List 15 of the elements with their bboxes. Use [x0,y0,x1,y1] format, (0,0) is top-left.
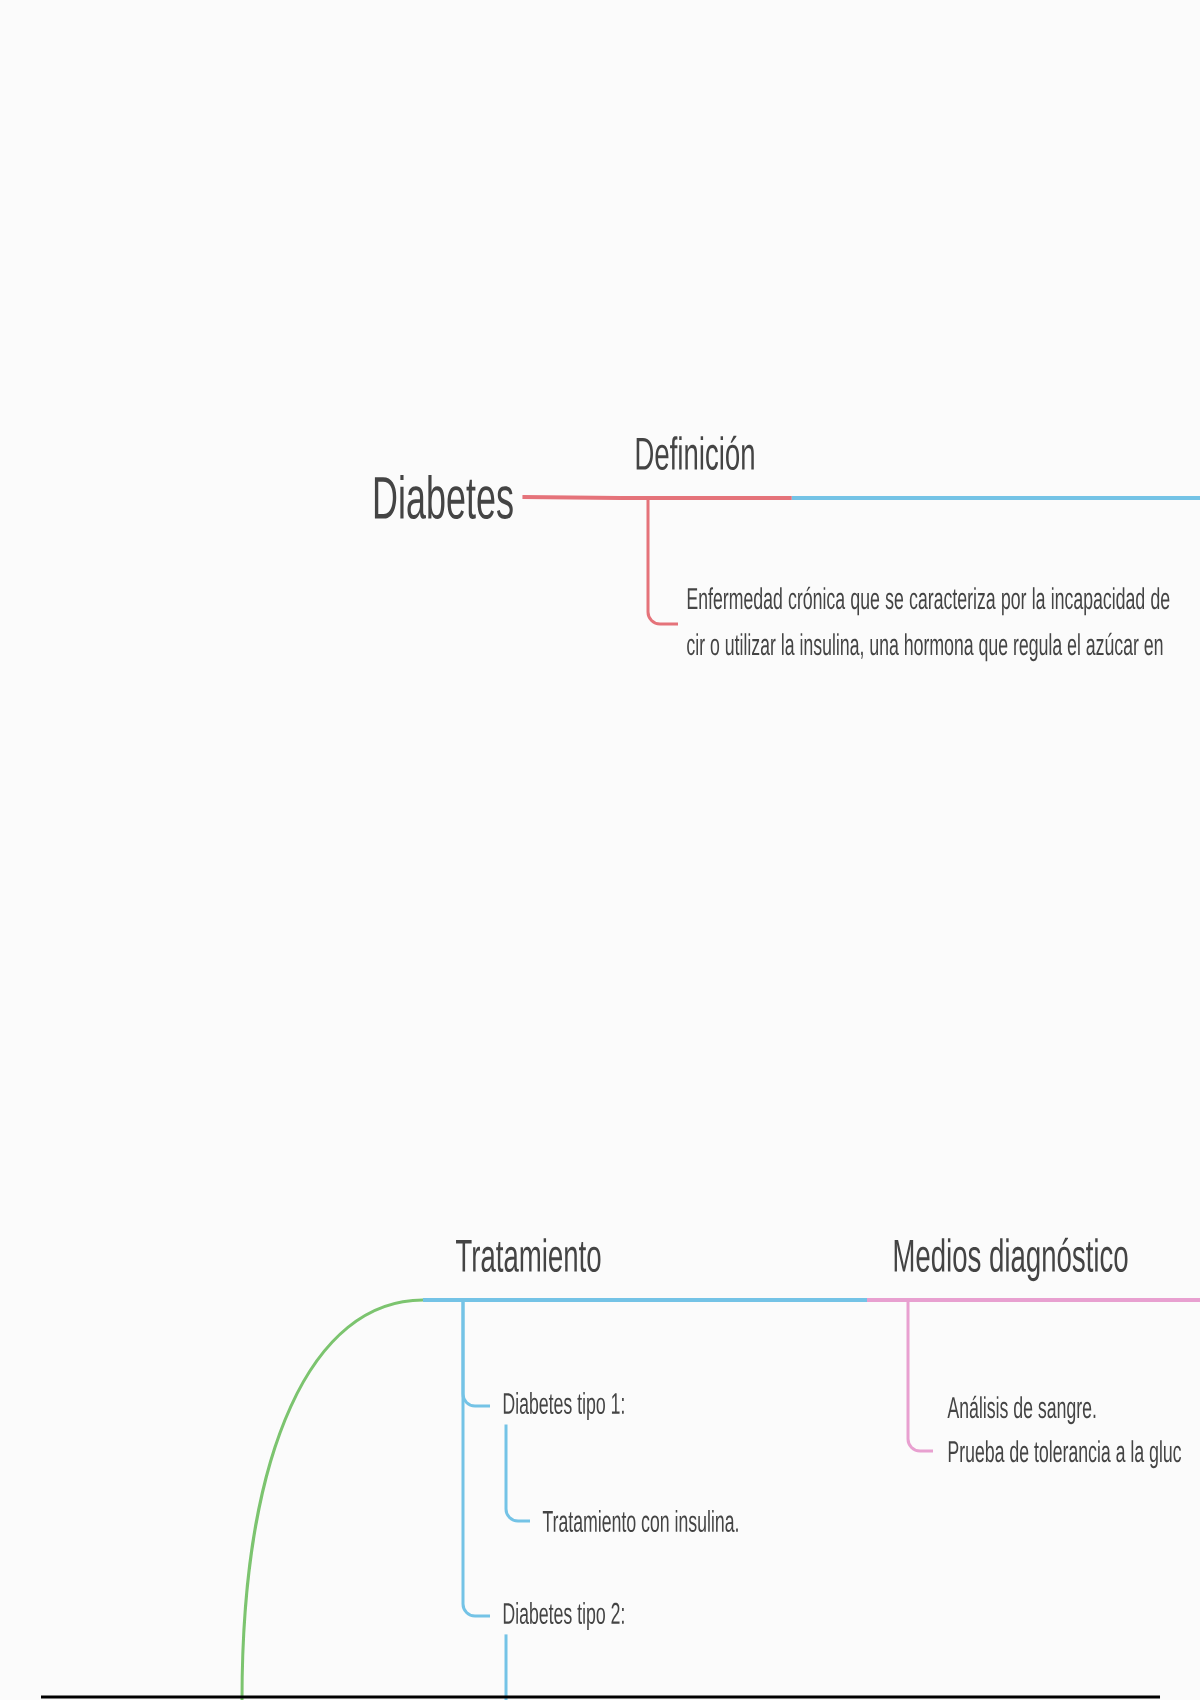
connector-line [461,1300,490,1618]
subtopic-text: Enfermedad crónica que se caracteriza por la incapacidad de cir o utilizar la insulina, una hormona que regula el azúcar en [687,586,1170,662]
connector-line [504,1634,508,1700]
branch-curve [240,1298,424,1700]
subtopic-text: Diabetes tipo 1: [503,1392,624,1420]
subtopic-text: Análisis de sangre. Prueba de tolerancia a la gluc [947,1395,1182,1469]
central-topic: Diabetes [374,475,513,520]
connector-line [646,498,678,626]
topic-heading: Definición [620,435,792,500]
topic-heading: Tratamiento [423,1238,868,1302]
branch-line [791,496,1200,500]
branch-line [522,495,621,500]
subtopic-text: Diabetes tipo 2: [503,1602,624,1630]
subtopic-text: Tratamiento con insulina. [542,1510,738,1532]
topic-heading: Medios diagnóstico [867,1237,1200,1302]
